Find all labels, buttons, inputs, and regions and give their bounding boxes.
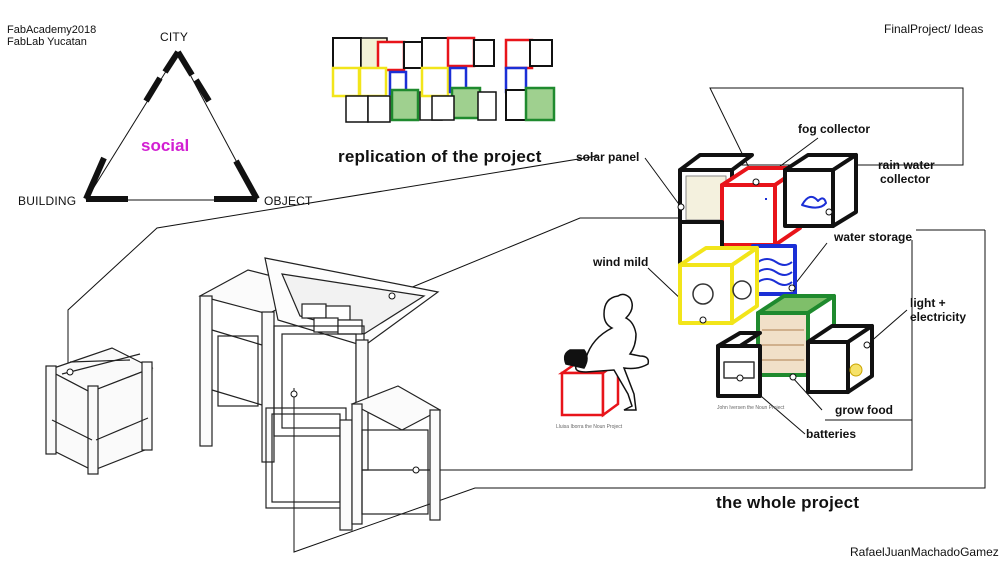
- label-grow-food: grow food: [835, 403, 893, 417]
- person-sitting-illustration: [557, 293, 650, 418]
- triangle-label-city: CITY: [160, 30, 189, 44]
- label-water-storage: water storage: [834, 230, 913, 244]
- whole-project-cubes: [66, 153, 874, 474]
- course-name: FabAcademy2018: [7, 24, 97, 36]
- label-batteries: batteries: [806, 427, 857, 441]
- label-fog-collector: fog collector: [798, 122, 871, 136]
- triangle-label-building: BUILDING: [18, 194, 77, 208]
- page-title: FinalProject/ Ideas: [884, 22, 984, 36]
- triangle-label-object: OBJECT: [264, 194, 313, 208]
- author-name: RafaelJuanMachadoGamez: [850, 545, 999, 559]
- label-light-2: electricity: [910, 310, 967, 324]
- triangle-center-social: social: [141, 136, 190, 155]
- label-light-1: light +: [910, 296, 946, 310]
- social-triangle: [83, 50, 260, 202]
- wooden-frame-large: [198, 257, 442, 531]
- label-solar-panel: solar panel: [576, 150, 640, 164]
- label-rain-water-2: collector: [880, 172, 931, 186]
- lab-name: FabLab Yucatan: [7, 36, 87, 48]
- credit-small: John Iversen the Noun Project: [717, 405, 785, 411]
- credit-person: Lluisa Iborra the Noun Project: [556, 424, 623, 430]
- whole-project-caption: the whole project: [716, 493, 860, 512]
- label-wind-mild: wind mild: [593, 255, 649, 269]
- label-rain-water-1: rain water: [878, 158, 935, 172]
- wooden-frame-small: [45, 347, 154, 475]
- replication-cubes: [331, 36, 556, 123]
- replication-caption: replication of the project: [338, 147, 542, 166]
